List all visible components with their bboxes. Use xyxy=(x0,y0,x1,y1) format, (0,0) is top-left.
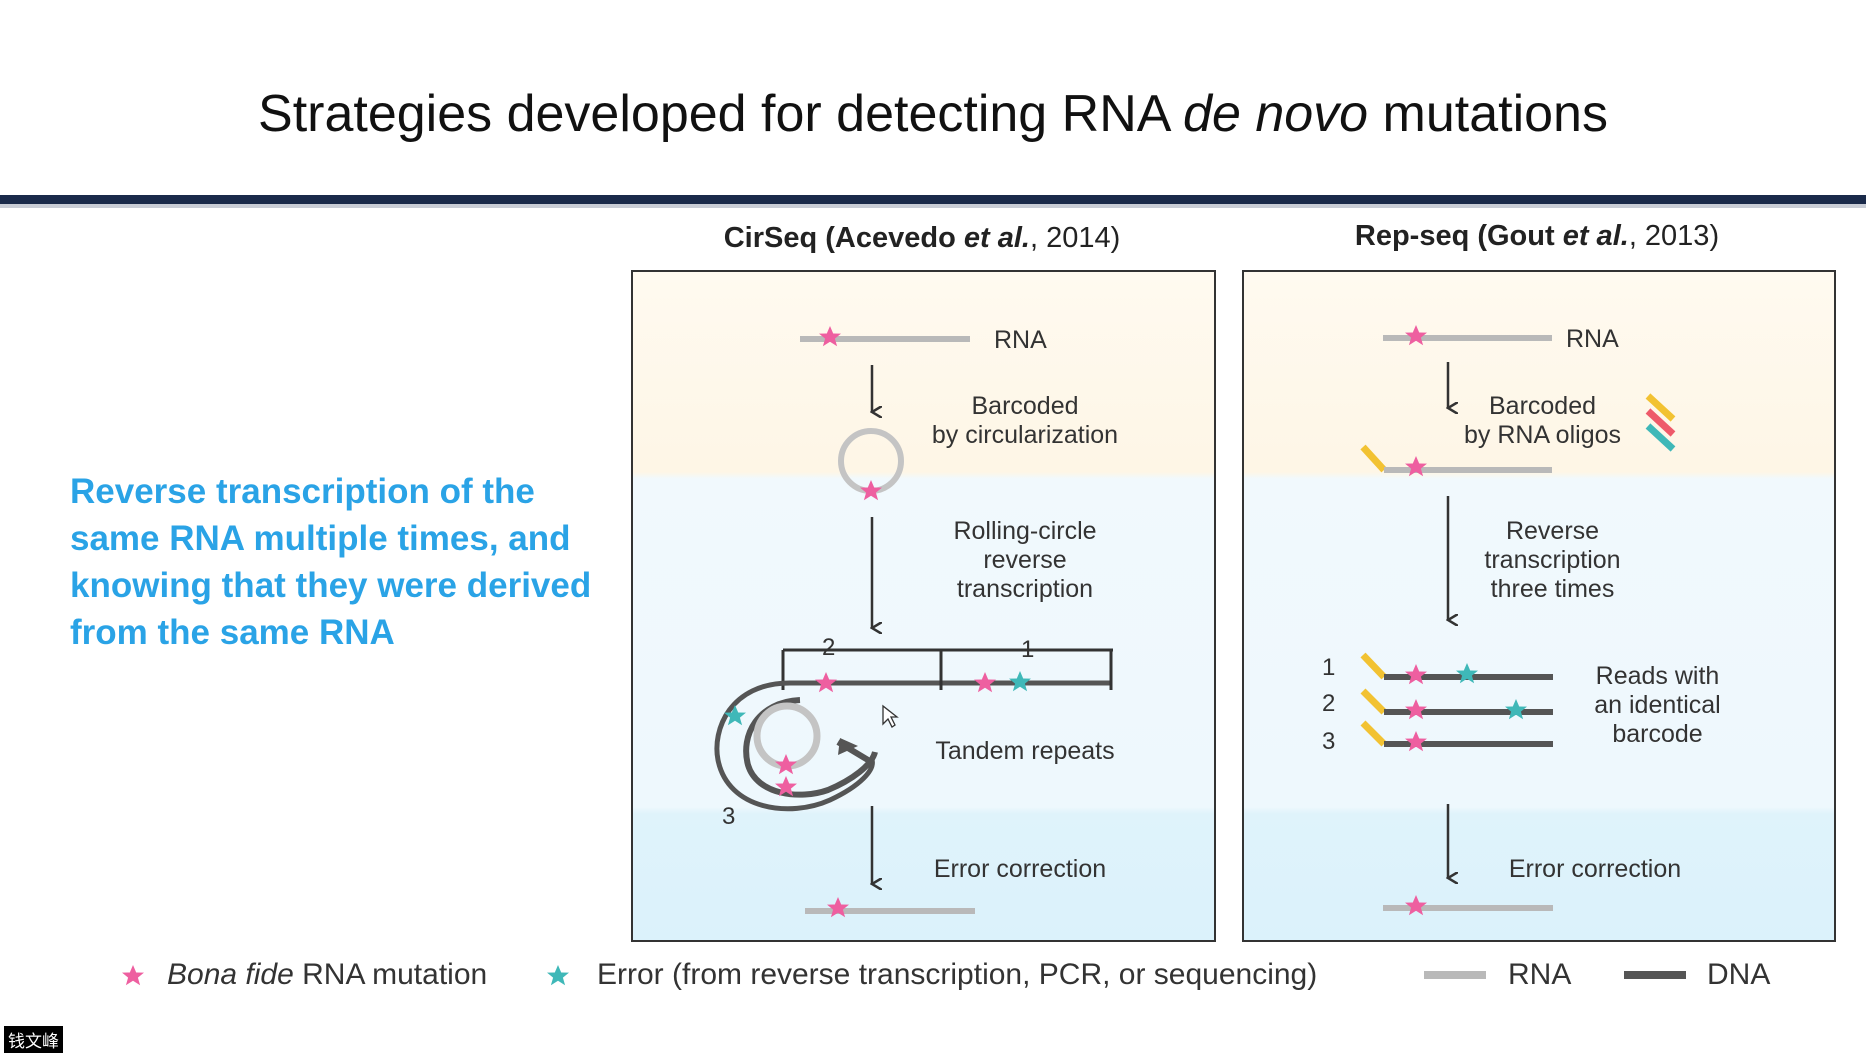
repseq-title-year: , 2013) xyxy=(1628,220,1720,252)
title-divider xyxy=(0,195,1866,204)
legend-error: Error (from reverse transcription, PCR, … xyxy=(597,958,1318,991)
watermark: 钱文峰 xyxy=(4,1026,63,1053)
slide-title: Strategies developed for detecting RNA d… xyxy=(0,84,1866,144)
legend-mutation: Bona fide RNA mutation xyxy=(167,958,487,992)
oligo-barcode xyxy=(1360,444,1387,473)
read-number-1: 1 xyxy=(1322,654,1335,681)
repseq-title: Rep-seq (Gout et al., 2013) xyxy=(1242,220,1832,253)
repseq-title-name: Rep-seq (Gout xyxy=(1354,220,1563,252)
repseq-step-identical-barcode: Reads with an identical barcode xyxy=(1594,662,1721,748)
read-number-2: 2 xyxy=(1322,690,1335,717)
repseq-step-error-correction: Error correction xyxy=(1508,855,1682,883)
cirseq-panel xyxy=(631,270,1216,942)
cirseq-step-circularization: Barcoded by circularization xyxy=(931,392,1119,449)
repseq-step-oligos: Barcoded by RNA oligos xyxy=(1463,392,1622,449)
repseq-panel xyxy=(1242,270,1836,942)
mouse-cursor-icon xyxy=(882,704,899,728)
oligo-red xyxy=(1645,408,1676,437)
read-number-3: 3 xyxy=(1322,728,1335,755)
legend-mutation-italic: Bona fide xyxy=(167,958,294,991)
title-italic: de novo xyxy=(1183,85,1369,143)
repeat-number-1: 1 xyxy=(1021,636,1034,663)
cirseq-title-italic: et al. xyxy=(963,222,1030,254)
repseq-title-italic: et al. xyxy=(1562,220,1629,252)
legend-dna: DNA xyxy=(1707,958,1771,991)
cirseq-title: CirSeq (Acevedo et al., 2014) xyxy=(632,222,1212,255)
legend: Bona fide RNA mutation Error (from rever… xyxy=(0,958,1866,998)
oligo-yellow xyxy=(1645,393,1676,422)
cirseq-title-year: , 2014) xyxy=(1029,222,1121,254)
cirseq-step-error-correction: Error correction xyxy=(933,855,1107,883)
cirseq-title-name: CirSeq (Acevedo xyxy=(723,222,964,254)
legend-mutation-rest: RNA mutation xyxy=(293,958,488,991)
title-part-2: mutations xyxy=(1368,85,1608,143)
left-callout-text: Reverse transcription of the same RNA mu… xyxy=(70,472,592,652)
title-part-1: Strategies developed for detecting RNA xyxy=(258,85,1184,143)
cirseq-rna-label: RNA xyxy=(994,326,1047,354)
repseq-step-reverse-transcription: Reverse transcription three times xyxy=(1484,517,1621,603)
oligo-teal xyxy=(1645,423,1676,452)
repeat-number-2: 2 xyxy=(822,634,835,661)
cirseq-step-tandem-repeats: Tandem repeats xyxy=(935,737,1115,765)
title-divider-shadow xyxy=(0,204,1866,208)
cirseq-step-rolling-circle: Rolling-circle reverse transcription xyxy=(953,517,1097,603)
repseq-rna-label: RNA xyxy=(1566,325,1619,353)
repeat-number-3: 3 xyxy=(722,803,735,830)
legend-rna: RNA xyxy=(1508,958,1572,991)
